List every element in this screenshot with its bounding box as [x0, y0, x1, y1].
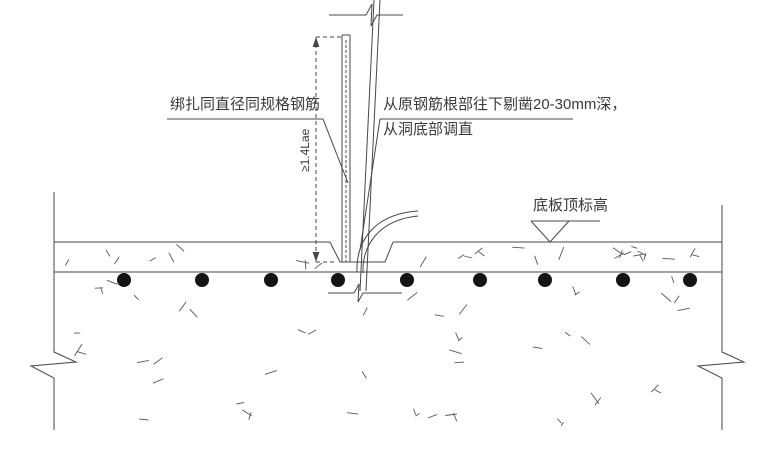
right-boundary-break	[696, 205, 746, 430]
right-annotation-line2: 从洞底部调直	[383, 121, 474, 138]
top-break-line	[329, 3, 403, 27]
dimension-line	[312, 36, 342, 263]
left-annotation-label: 绑扎同直径同规格钢筋	[170, 96, 321, 113]
right-leader-line	[359, 118, 573, 251]
elevation-label: 底板顶标高	[533, 197, 609, 214]
concrete-texture	[64, 243, 700, 427]
left-boundary-break	[29, 192, 78, 430]
tied-rebar	[341, 34, 351, 262]
bottom-rebar-dots	[117, 273, 697, 287]
chiseled-notch	[329, 241, 394, 263]
left-leader-line	[167, 118, 349, 184]
elevation-marker	[530, 220, 600, 243]
right-annotation-line1: 从原钢筋根部往下剔凿20-30mm深，	[383, 96, 627, 113]
bottom-break-line	[328, 283, 402, 303]
original-rebar	[359, 0, 381, 292]
dimension-label: ≥1.4Lae	[298, 128, 312, 172]
right-annotation-label: 从原钢筋根部往下剔凿20-30mm深， 从洞底部调直	[383, 95, 626, 139]
